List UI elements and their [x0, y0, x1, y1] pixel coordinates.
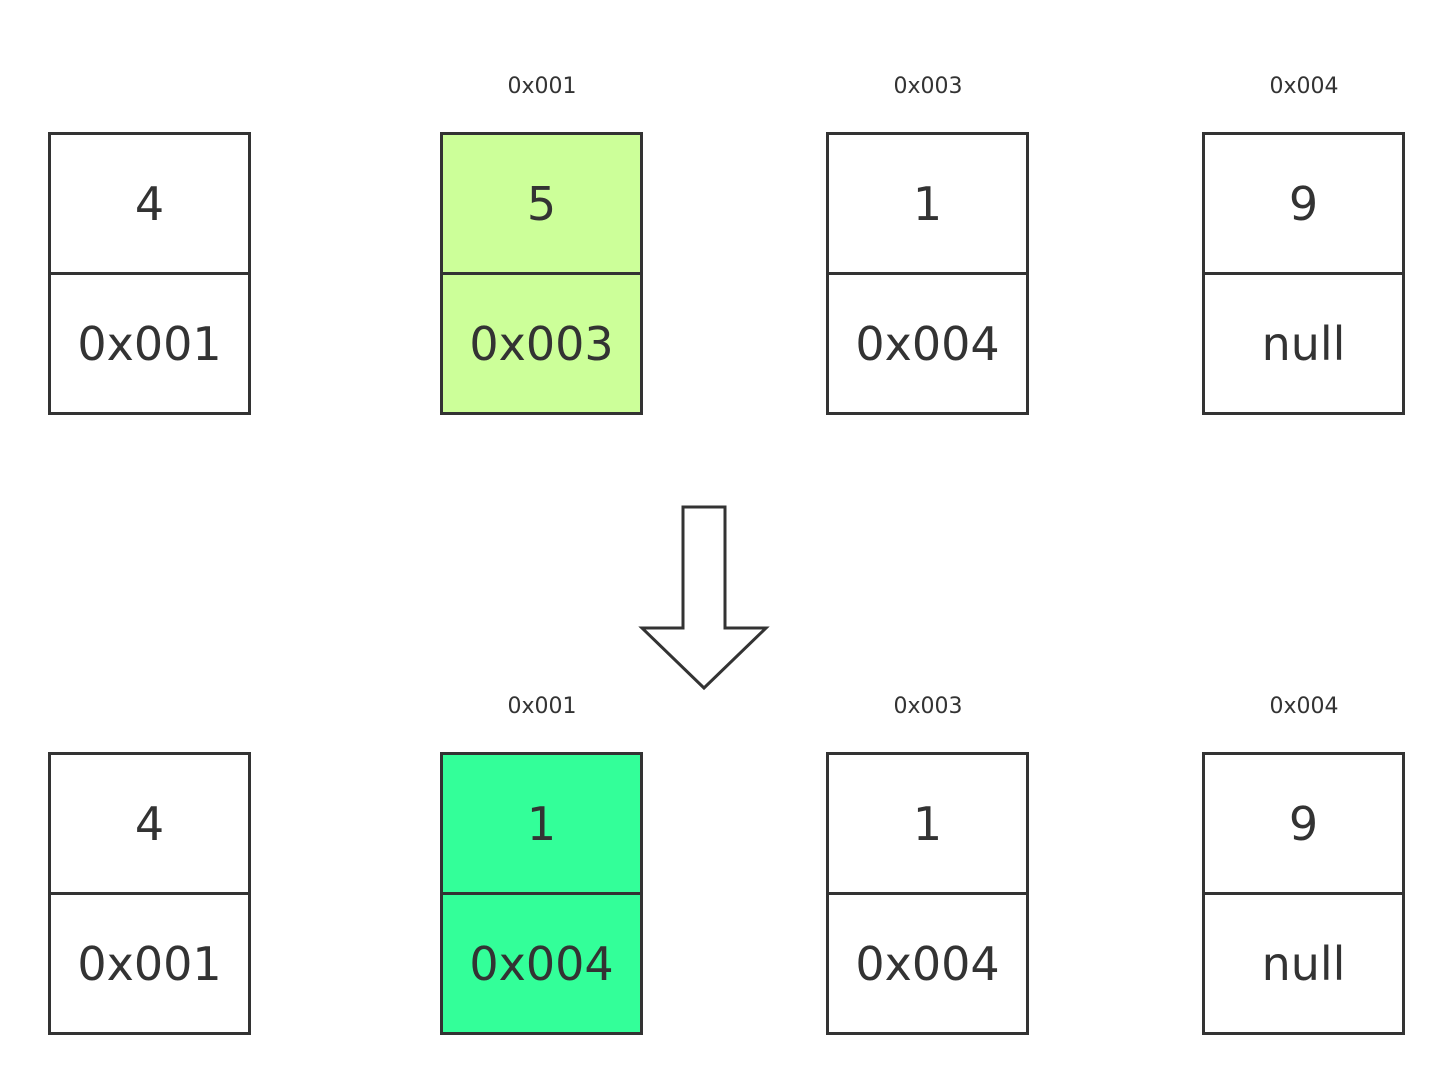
node-address-label: 0x003: [893, 74, 963, 99]
node-next-pointer: 0x004: [855, 936, 1000, 991]
list-node-before-1: 5 0x003: [440, 132, 643, 415]
node-address-label: 0x001: [507, 74, 577, 99]
node-value: 5: [443, 135, 640, 275]
node-next-pointer: 0x001: [77, 316, 222, 371]
node-next-pointer: null: [1261, 316, 1346, 371]
node-value: 4: [51, 755, 248, 895]
list-node-before-2: 1 0x004: [826, 132, 1029, 415]
node-value: 1: [829, 755, 1026, 895]
node-value: 1: [443, 755, 640, 895]
node-next-pointer: 0x004: [469, 936, 614, 991]
node-value: 9: [1205, 755, 1402, 895]
node-next-pointer: 0x004: [855, 316, 1000, 371]
down-arrow-icon: [638, 505, 770, 691]
node-address-label: 0x004: [1269, 74, 1339, 99]
node-value: 1: [829, 135, 1026, 275]
list-node-after-3: 9 null: [1202, 752, 1405, 1035]
list-node-before-0: 4 0x001: [48, 132, 251, 415]
node-value: 9: [1205, 135, 1402, 275]
node-value: 4: [51, 135, 248, 275]
node-address-label: 0x004: [1269, 694, 1339, 719]
list-node-after-1: 1 0x004: [440, 752, 643, 1035]
list-node-after-2: 1 0x004: [826, 752, 1029, 1035]
list-node-before-3: 9 null: [1202, 132, 1405, 415]
node-next-pointer: 0x001: [77, 936, 222, 991]
list-node-after-0: 4 0x001: [48, 752, 251, 1035]
node-address-label: 0x003: [893, 694, 963, 719]
node-address-label: 0x001: [507, 694, 577, 719]
node-next-pointer: 0x003: [469, 316, 614, 371]
node-next-pointer: null: [1261, 936, 1346, 991]
